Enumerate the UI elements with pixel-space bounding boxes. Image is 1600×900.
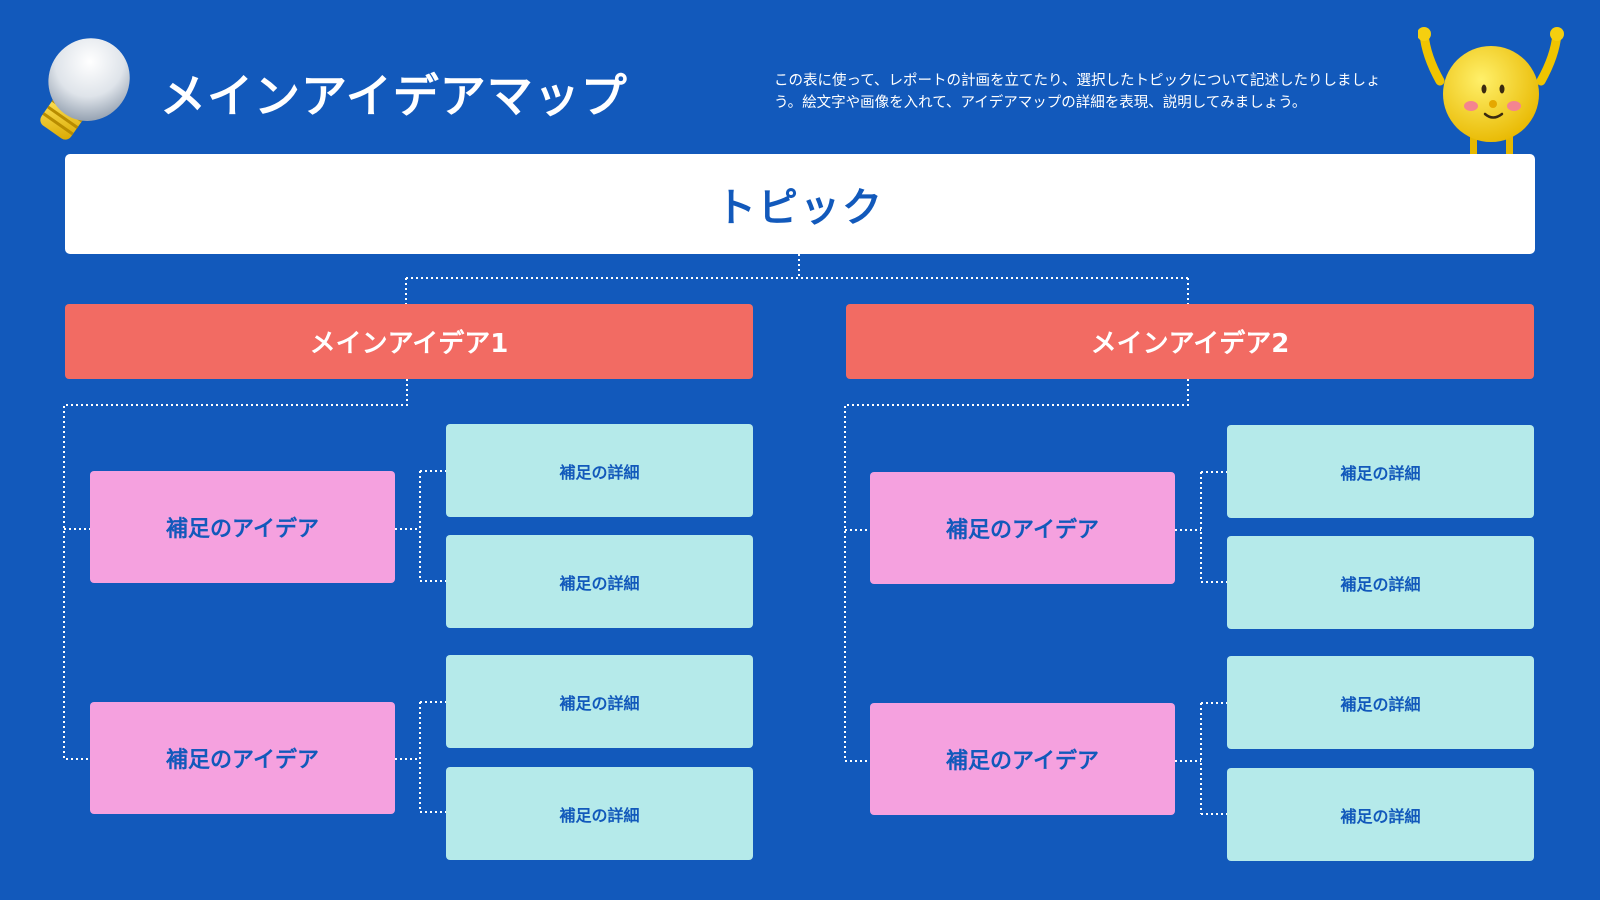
sub-idea-2-1: 補足のアイデア: [870, 472, 1175, 584]
topic-box: トピック: [65, 154, 1535, 254]
detail-1-1-1: 補足の詳細: [446, 424, 753, 517]
main-idea-1: メインアイデア1: [65, 304, 753, 379]
detail-1-2-1: 補足の詳細: [446, 655, 753, 748]
detail-2-2-1: 補足の詳細: [1227, 656, 1534, 749]
smiley-character-icon: [1418, 27, 1564, 156]
sub-idea-2-2: 補足のアイデア: [870, 703, 1175, 815]
main-idea-2: メインアイデア2: [846, 304, 1534, 379]
detail-2-1-2: 補足の詳細: [1227, 536, 1534, 629]
lightbulb-icon: [40, 38, 130, 140]
sub-idea-1-2: 補足のアイデア: [90, 702, 395, 814]
detail-2-2-2: 補足の詳細: [1227, 768, 1534, 861]
detail-1-2-2: 補足の詳細: [446, 767, 753, 860]
page-description: この表に使って、レポートの計画を立てたり、選択したトピックについて記述したりしま…: [774, 73, 1381, 111]
sub-idea-1-1: 補足のアイデア: [90, 471, 395, 583]
page-title: メインアイデアマップ: [160, 69, 628, 123]
detail-1-1-2: 補足の詳細: [446, 535, 753, 628]
detail-2-1-1: 補足の詳細: [1227, 425, 1534, 518]
